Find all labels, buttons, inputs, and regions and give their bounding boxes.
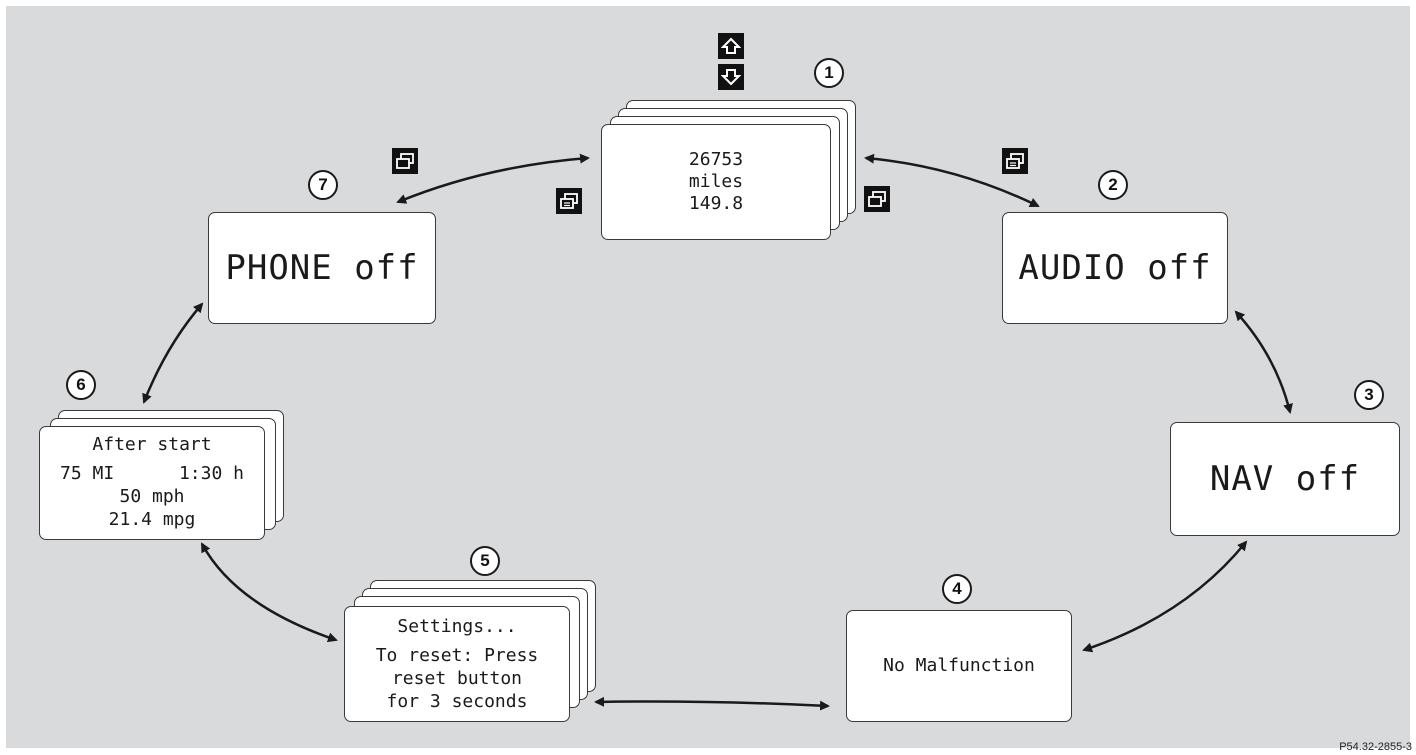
odometer-unit: miles xyxy=(688,171,744,192)
arrow-6-7 xyxy=(142,302,204,404)
after-start-row: 75 MI 1:30 h xyxy=(60,462,244,485)
settings-line-1: To reset: Press xyxy=(375,645,539,666)
after-start-title: After start xyxy=(92,434,212,455)
trip-value: 149.8 xyxy=(688,193,744,214)
up-arrow-button-icon[interactable] xyxy=(718,33,744,59)
screen-after-start: After start 75 MI 1:30 h 50 mph 21.4 mpg xyxy=(39,426,265,540)
odometer-value: 26753 xyxy=(688,149,744,170)
callout-5: 5 xyxy=(470,546,500,576)
arrow-1-2 xyxy=(864,153,1040,208)
distance-value: 75 MI xyxy=(60,463,115,484)
page-back-button-icon[interactable] xyxy=(392,148,418,174)
settings-title: Settings... xyxy=(397,616,517,637)
screen-odometer: 26753 miles 149.8 xyxy=(601,124,831,240)
avg-speed-value: 50 mph xyxy=(119,486,185,507)
phone-status: PHONE off xyxy=(225,248,419,288)
figure-code: P54.32-2855-3 xyxy=(1339,741,1412,753)
settings-line-3: for 3 seconds xyxy=(386,691,528,712)
callout-1: 1 xyxy=(814,58,844,88)
callout-4: 4 xyxy=(942,574,972,604)
diagram-panel: 26753 miles 149.8 1 PHONE off 7 AUDIO of… xyxy=(6,6,1410,748)
nav-status: NAV off xyxy=(1209,459,1361,499)
page-back-button-icon-2[interactable] xyxy=(556,188,582,214)
settings-line-2: reset button xyxy=(391,668,523,689)
arrow-3-4 xyxy=(1082,540,1248,653)
arrow-5-6 xyxy=(200,542,338,643)
page-forward-button-icon[interactable] xyxy=(1002,148,1028,174)
screen-audio: AUDIO off xyxy=(1002,212,1228,324)
callout-3: 3 xyxy=(1354,380,1384,410)
connector-arrows xyxy=(142,153,1293,711)
screen-malfunction: No Malfunction xyxy=(846,610,1072,722)
arrow-4-5 xyxy=(594,696,830,711)
arrow-1-7 xyxy=(396,153,590,204)
malfunction-status: No Malfunction xyxy=(883,655,1035,676)
down-arrow-button-icon[interactable] xyxy=(718,64,744,90)
callout-6: 6 xyxy=(66,370,96,400)
duration-value: 1:30 h xyxy=(178,463,244,484)
audio-status: AUDIO off xyxy=(1018,248,1212,288)
page-forward-button-icon-2[interactable] xyxy=(864,186,890,212)
fuel-economy-value: 21.4 mpg xyxy=(108,509,196,530)
screen-nav: NAV off xyxy=(1170,422,1400,536)
screen-phone: PHONE off xyxy=(208,212,436,324)
callout-7: 7 xyxy=(308,170,338,200)
callout-2: 2 xyxy=(1098,170,1128,200)
screen-settings: Settings... To reset: Press reset button… xyxy=(344,606,570,722)
arrow-2-3 xyxy=(1234,310,1293,414)
